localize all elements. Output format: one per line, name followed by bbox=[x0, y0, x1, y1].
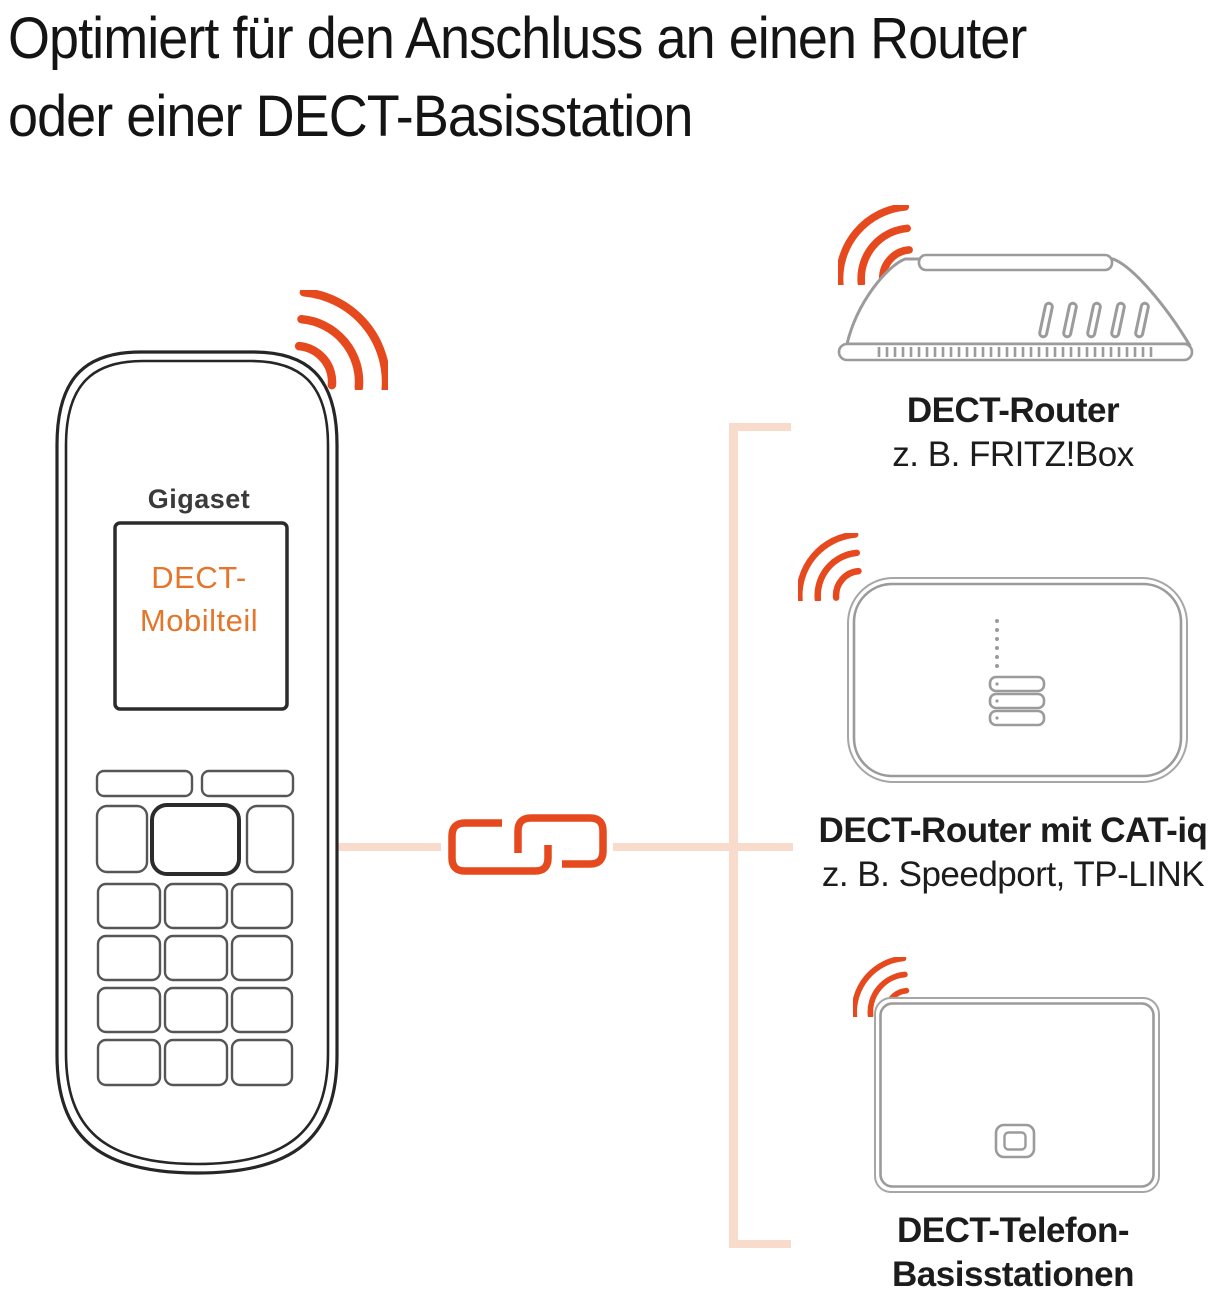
handset-illustration bbox=[55, 350, 339, 1175]
handset-screen bbox=[113, 521, 289, 711]
basestation-body-outer bbox=[874, 997, 1160, 1193]
router1-body bbox=[845, 257, 1192, 346]
device3-label: DECT-Telefon- Basisstationen bbox=[783, 1209, 1231, 1296]
router2-body-inner bbox=[852, 582, 1183, 778]
key-5 bbox=[163, 934, 229, 982]
device2-name: DECT-Router mit CAT-iq bbox=[818, 811, 1208, 850]
router2-stack-icon bbox=[988, 675, 1046, 727]
key-end bbox=[245, 804, 295, 874]
key-8 bbox=[163, 986, 229, 1034]
key-hash bbox=[230, 1038, 294, 1087]
basestation-illustration bbox=[874, 997, 1160, 1193]
handset-keypad bbox=[95, 769, 295, 1087]
router-illustration-fritzbox bbox=[837, 253, 1194, 362]
connector-branch-basestation bbox=[729, 1240, 791, 1248]
router1-vents bbox=[1038, 301, 1150, 339]
nav-key bbox=[150, 803, 241, 876]
chain-link-left-loop bbox=[448, 819, 552, 875]
softkey-left bbox=[95, 769, 194, 798]
basestation-body-inner bbox=[879, 1002, 1155, 1188]
softkey-right bbox=[200, 769, 295, 798]
chain-link-right-loop bbox=[514, 814, 607, 868]
router2-stack-dots bbox=[995, 682, 999, 720]
page-title: Optimiert für den Anschluss an einen Rou… bbox=[8, 0, 1231, 156]
key-4 bbox=[96, 934, 162, 982]
key-9 bbox=[230, 986, 294, 1034]
handset-screen-label: DECT- Mobilteil bbox=[112, 556, 286, 642]
handset-screen-line2: Mobilteil bbox=[139, 603, 259, 638]
connector-phone-to-link bbox=[335, 843, 441, 851]
device1-name: DECT-Router bbox=[906, 391, 1120, 430]
key-6 bbox=[230, 934, 294, 982]
key-3 bbox=[230, 882, 294, 930]
wifi-waves-icon-handset bbox=[294, 290, 388, 390]
key-star bbox=[96, 1038, 162, 1087]
key-2 bbox=[163, 882, 229, 930]
router-illustration-catiq bbox=[847, 577, 1188, 783]
connector-branch-router bbox=[729, 423, 791, 431]
device3-name-line1: DECT-Telefon- bbox=[896, 1211, 1130, 1250]
page-title-line1: Optimiert für den Anschluss an einen Rou… bbox=[8, 6, 1027, 71]
key-0 bbox=[163, 1038, 229, 1087]
device1-label: DECT-Router z. B. FRITZ!Box bbox=[783, 389, 1231, 477]
chain-link-icon bbox=[448, 814, 607, 875]
handset-screen-line1: DECT- bbox=[151, 560, 247, 595]
device2-example: z. B. Speedport, TP-LINK bbox=[821, 855, 1205, 894]
router1-base-ticks bbox=[877, 347, 1153, 357]
wifi-waves-icon-router2 bbox=[798, 533, 862, 601]
key-1 bbox=[96, 882, 162, 930]
device1-example: z. B. FRITZ!Box bbox=[892, 435, 1134, 474]
basestation-paging-button bbox=[994, 1123, 1036, 1159]
page-title-line2: oder einer DECT-Basisstation bbox=[8, 84, 693, 149]
connector-trunk-vertical bbox=[729, 423, 738, 1248]
router2-antenna-dots bbox=[995, 619, 999, 668]
router1-led-bar bbox=[917, 253, 1114, 272]
key-7 bbox=[96, 986, 162, 1034]
handset-brand-logo: Gigaset bbox=[147, 484, 251, 514]
device3-name-line2: Basisstationen bbox=[892, 1255, 1134, 1294]
connector-link-to-trunk bbox=[613, 843, 793, 851]
device2-label: DECT-Router mit CAT-iq z. B. Speedport, … bbox=[783, 809, 1231, 897]
key-call bbox=[95, 804, 149, 874]
